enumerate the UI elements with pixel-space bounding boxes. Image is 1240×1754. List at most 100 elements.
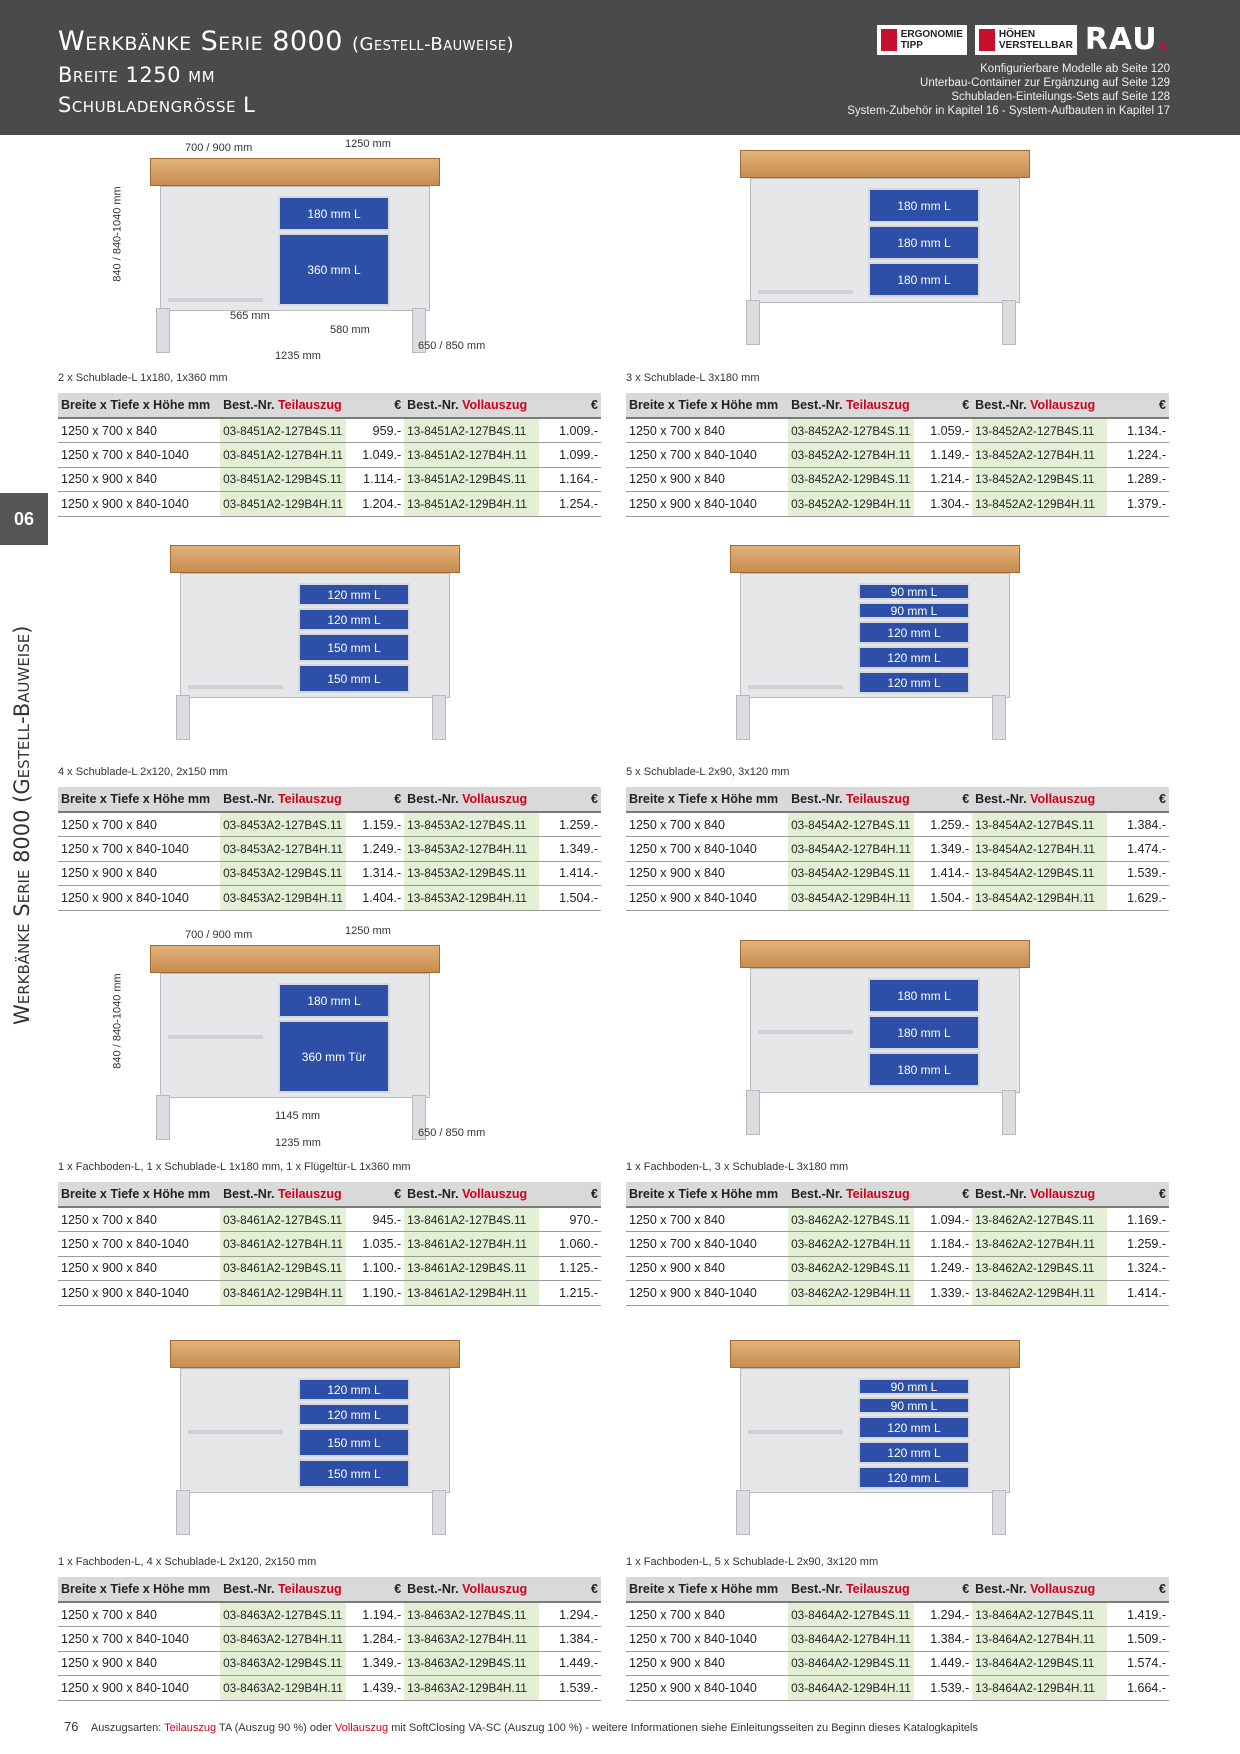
bench-leg — [412, 1095, 426, 1140]
header-teilauszug: Best.-Nr. Teilauszug — [220, 787, 346, 813]
cell-order-nr-teil: 03-8462A2-127B4S.11 — [788, 1207, 914, 1232]
cell-order-nr-teil: 03-8453A2-127B4S.11 — [220, 812, 346, 837]
drawer-label: 180 mm L — [868, 978, 980, 1013]
bench-leg — [156, 1095, 170, 1140]
header-euro: € — [1106, 1577, 1169, 1603]
cell-price-voll: 1.504.- — [538, 885, 601, 911]
cell-order-nr-teil: 03-8451A2-127B4H.11 — [220, 442, 346, 468]
product-caption: 1 x Fachboden-L, 1 x Schublade-L 1x180 m… — [58, 1161, 411, 1173]
cell-price-teil: 1.149.- — [913, 442, 973, 468]
product-caption: 2 x Schublade-L 1x180, 1x360 mm — [58, 372, 228, 384]
header-euro: € — [345, 1182, 405, 1208]
cell-price-voll: 1.419.- — [1106, 1602, 1169, 1627]
product-caption: 3 x Schublade-L 3x180 mm — [626, 372, 760, 384]
header-vollauszug: Best.-Nr. Vollauszug — [404, 393, 539, 419]
cell-size: 1250 x 700 x 840-1040 — [58, 1231, 221, 1257]
cell-size: 1250 x 900 x 840 — [626, 1256, 789, 1281]
cell-price-teil: 1.314.- — [345, 861, 405, 886]
cell-order-nr-teil: 03-8454A2-127B4S.11 — [788, 812, 914, 837]
drawer-label: 150 mm L — [298, 1459, 410, 1488]
cell-size: 1250 x 900 x 840-1040 — [58, 491, 221, 517]
cell-order-nr-voll: 13-8462A2-127B4H.11 — [972, 1231, 1107, 1257]
drawer-label: 180 mm L — [868, 225, 980, 260]
header-euro: € — [913, 1577, 973, 1603]
height-adjust-icon — [978, 28, 995, 51]
cell-size: 1250 x 700 x 840 — [626, 1207, 789, 1232]
cell-size: 1250 x 700 x 840-1040 — [58, 836, 221, 862]
header-teilauszug: Best.-Nr. Teilauszug — [788, 1182, 914, 1208]
cell-order-nr-voll: 13-8453A2-127B4H.11 — [404, 836, 539, 862]
cell-price-teil: 959.- — [345, 418, 405, 443]
shelf — [748, 1430, 843, 1434]
dimension-label: 650 / 850 mm — [418, 340, 486, 352]
dimension-label: 700 / 900 mm — [185, 929, 253, 941]
drawer-label: 120 mm L — [298, 1378, 410, 1401]
bench-leg — [432, 1490, 446, 1535]
drawer-label: 180 mm L — [868, 262, 980, 297]
header-euro: € — [538, 393, 601, 419]
cell-price-voll: 1.294.- — [538, 1602, 601, 1627]
header-vollauszug: Best.-Nr. Vollauszug — [404, 1577, 539, 1603]
header-info: Konfigurierbare Modelle ab Seite 120 Unt… — [847, 63, 1170, 117]
header-teilauszug: Best.-Nr. Teilauszug — [788, 1577, 914, 1603]
cell-order-nr-voll: 13-8463A2-129B4H.11 — [404, 1675, 539, 1701]
drawer-label: 90 mm L — [858, 1397, 970, 1414]
cell-size: 1250 x 900 x 840-1040 — [626, 1675, 789, 1701]
cell-price-voll: 1.539.- — [1106, 861, 1169, 886]
cell-price-teil: 1.449.- — [913, 1651, 973, 1676]
bottom-shelf — [188, 685, 283, 689]
cell-size: 1250 x 700 x 840 — [58, 1602, 221, 1627]
chapter-tab[interactable]: 06 — [0, 493, 48, 545]
cell-order-nr-teil: 03-8453A2-129B4S.11 — [220, 861, 346, 886]
drawer-label: 120 mm L — [858, 1466, 970, 1489]
cell-order-nr-voll: 13-8454A2-129B4S.11 — [972, 861, 1107, 886]
cell-order-nr-teil: 03-8454A2-129B4S.11 — [788, 861, 914, 886]
drawer-label: 90 mm L — [858, 602, 970, 619]
cell-price-teil: 1.304.- — [913, 491, 973, 517]
cell-price-teil: 1.294.- — [913, 1602, 973, 1627]
header-size: Breite x Tiefe x Höhe mm — [58, 787, 221, 813]
shelf — [168, 1035, 263, 1039]
cell-price-voll: 1.134.- — [1106, 418, 1169, 443]
brand-logo: RAU. — [1084, 22, 1170, 57]
cell-order-nr-teil: 03-8454A2-129B4H.11 — [788, 885, 914, 911]
cell-size: 1250 x 700 x 840-1040 — [58, 1626, 221, 1652]
